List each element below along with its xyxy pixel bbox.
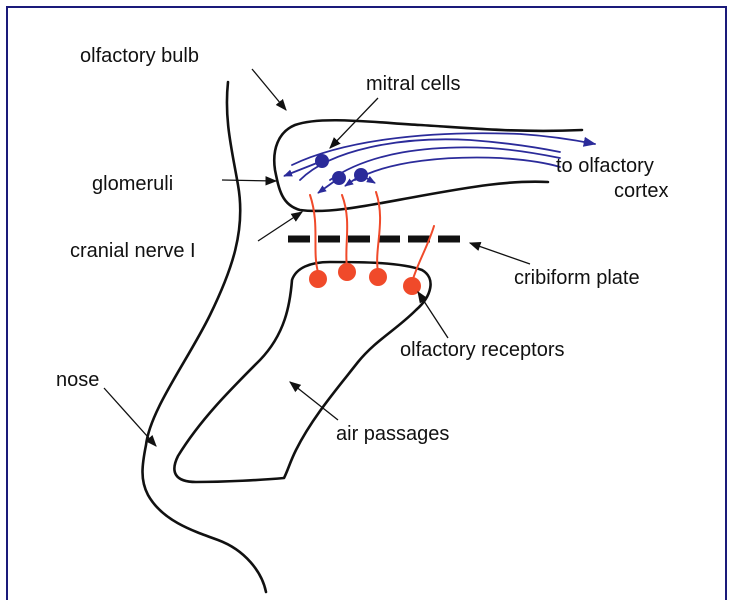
label-olfactory-bulb: olfactory bulb [80, 45, 199, 67]
receptor-axon [342, 195, 347, 268]
receptor-axon [310, 195, 318, 272]
label-cranial-nerve: cranial nerve I [70, 240, 196, 262]
pointer-glomeruli [222, 180, 276, 181]
pointer-air-passages [290, 382, 338, 420]
pointer-cribriform-plate [470, 243, 530, 264]
label-air-passages: air passages [336, 423, 449, 445]
pointer-nose [104, 388, 156, 446]
receptor-axon [412, 226, 434, 282]
label-olfactory-receptors: olfactory receptors [400, 339, 565, 361]
mitral-cell [315, 154, 329, 168]
mitral-cell [354, 168, 368, 182]
pointer-olfactory-receptors [418, 292, 448, 338]
label-nose: nose [56, 369, 99, 391]
mitral-axon [355, 158, 560, 180]
olfactory-receptor-cell [338, 263, 356, 281]
nose-outline [143, 82, 267, 592]
mitral-cell [332, 171, 346, 185]
label-glomeruli: glomeruli [92, 173, 173, 195]
pointer-olfactory-bulb [252, 69, 286, 110]
olfactory-receptor-cell [309, 270, 327, 288]
air-passage-outline [174, 262, 430, 482]
label-mitral-cells: mitral cells [366, 73, 460, 95]
olfactory-receptor-cell [369, 268, 387, 286]
label-to-olfactory: to olfactory [556, 155, 654, 177]
label-cribriform-plate: cribiform plate [514, 267, 640, 289]
label-cortex: cortex [614, 180, 668, 202]
